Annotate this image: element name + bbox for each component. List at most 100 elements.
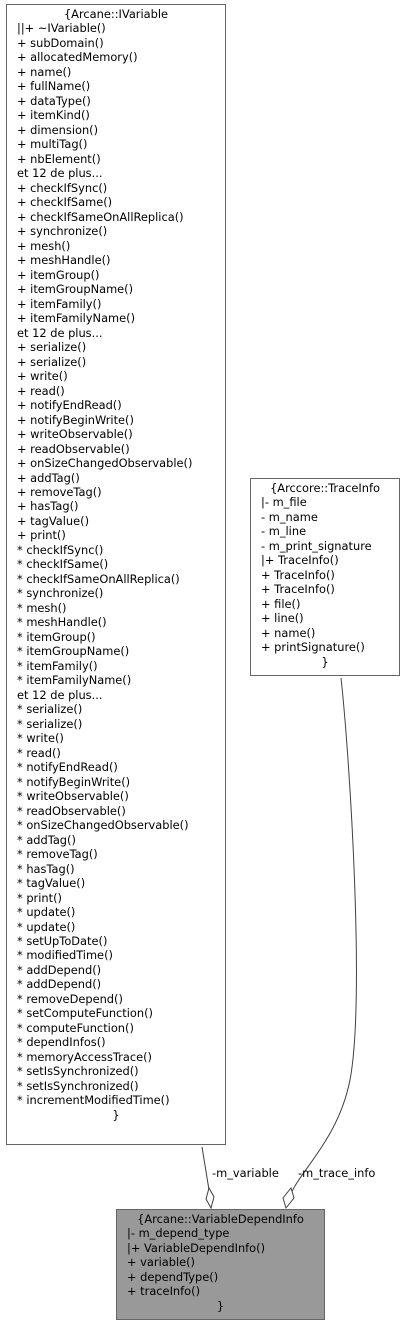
- class-member: * hasTag(): [17, 861, 75, 876]
- class-member: * itemFamily(): [17, 658, 98, 673]
- edge-m-variable-diamond: [205, 1186, 215, 1210]
- class-member: + serialize(): [17, 340, 87, 355]
- edge-m-trace-info: [289, 677, 357, 1197]
- class-member: * checkIfSameOnAllReplica(): [17, 571, 180, 586]
- class-member: * computeFunction(): [17, 1020, 134, 1035]
- class-member: * setIsSynchronized(): [17, 1078, 139, 1093]
- class-member: + itemGroup(): [17, 267, 100, 282]
- class-member: ||+ ~IVariable(): [17, 21, 106, 36]
- class-member: * itemFamilyName(): [17, 673, 132, 688]
- class-member: et 12 de plus...: [17, 325, 103, 340]
- class-member: |+ TraceInfo(): [261, 553, 339, 568]
- class-member: + addTag(): [17, 470, 80, 485]
- class-member: * modifiedTime(): [17, 948, 113, 963]
- class-member: * memoryAccessTrace(): [17, 1049, 153, 1064]
- class-member: * setUpToDate(): [17, 934, 108, 948]
- class-traceinfo[interactable]: {Arccore::TraceInfo |- m_file- m_name- m…: [250, 478, 400, 676]
- class-member: * serialize(): [17, 702, 83, 717]
- class-member: + fullName(): [17, 79, 91, 94]
- class-title: {Arcane::VariableDependInfo: [137, 1212, 304, 1226]
- class-member: * writeObservable(): [17, 789, 129, 804]
- class-member: * notifyEndRead(): [17, 760, 118, 775]
- class-member: + print(): [17, 528, 66, 543]
- edge-label-m-variable: -m_variable: [212, 1166, 279, 1180]
- class-member: + name(): [261, 625, 316, 640]
- class-member: * addTag(): [17, 832, 76, 847]
- class-member: - m_name: [261, 509, 318, 524]
- class-member: + itemFamily(): [17, 296, 102, 311]
- class-member: |- m_depend_type: [127, 1226, 230, 1241]
- class-end: }: [112, 1107, 120, 1122]
- class-member: * onSizeChangedObservable(): [17, 818, 189, 833]
- class-member: - m_print_signature: [261, 538, 372, 553]
- class-title: {Arcane::IVariable: [63, 7, 169, 21]
- class-member: * removeTag(): [17, 847, 98, 862]
- class-member: + checkIfSameOnAllReplica(): [17, 209, 184, 224]
- class-member: * itemGroupName(): [17, 644, 130, 659]
- class-member: * serialize(): [17, 716, 83, 731]
- class-member: + TraceInfo(): [261, 567, 335, 582]
- class-ivariable[interactable]: {Arcane::IVariable ||+ ~IVariable()+ sub…: [6, 4, 226, 1145]
- class-member: + hasTag(): [17, 499, 79, 514]
- class-member: + subDomain(): [17, 35, 104, 50]
- class-member: * dependInfos(): [17, 1035, 106, 1050]
- class-member: + notifyBeginWrite(): [17, 412, 134, 427]
- class-member: + name(): [17, 64, 72, 79]
- class-member: * tagValue(): [17, 876, 86, 891]
- class-member: + line(): [261, 611, 304, 626]
- class-member: * removeDepend(): [17, 991, 123, 1006]
- class-member: * itemGroup(): [17, 629, 96, 644]
- class-member: * setIsSynchronized(): [17, 1064, 139, 1079]
- class-member: + dimension(): [17, 122, 99, 137]
- class-member: + serialize(): [17, 354, 87, 369]
- class-member: + notifyEndRead(): [17, 398, 122, 413]
- class-member: + read(): [17, 383, 65, 398]
- class-member: * mesh(): [17, 600, 67, 615]
- class-member: * meshHandle(): [17, 615, 107, 630]
- class-member: + allocatedMemory(): [17, 50, 138, 65]
- class-member: * checkIfSame(): [17, 557, 109, 572]
- class-member: + printSignature(): [261, 640, 365, 655]
- edge-label-m-trace-info: -m_trace_info: [298, 1166, 376, 1180]
- class-title: {Arccore::TraceInfo: [270, 481, 380, 495]
- class-member: * write(): [17, 731, 64, 746]
- class-member: + synchronize(): [17, 224, 108, 239]
- class-variabledependinfo[interactable]: {Arcane::VariableDependInfo |- m_depend_…: [116, 1209, 325, 1320]
- class-member: * update(): [17, 919, 76, 934]
- class-member: + write(): [17, 369, 68, 384]
- class-member: + nbElement(): [17, 151, 101, 166]
- class-member: + dependType(): [127, 1269, 219, 1284]
- class-member: + dataType(): [17, 93, 91, 108]
- class-member: + onSizeChangedObservable(): [17, 456, 193, 471]
- class-member: + writeObservable(): [17, 427, 133, 442]
- class-member: et 12 de plus...: [17, 166, 103, 181]
- class-member: * update(): [17, 905, 76, 920]
- class-member: + tagValue(): [17, 513, 90, 528]
- class-member: * synchronize(): [17, 586, 104, 601]
- class-end: }: [321, 654, 329, 669]
- class-member: + file(): [261, 596, 301, 611]
- class-member: - m_line: [261, 524, 307, 539]
- class-member: + meshHandle(): [17, 253, 111, 268]
- class-member: + itemFamilyName(): [17, 311, 136, 326]
- class-member: + itemKind(): [17, 108, 90, 123]
- member-list: |- m_file- m_name- m_line- m_print_signa…: [261, 495, 399, 654]
- class-member: + checkIfSame(): [17, 195, 113, 210]
- class-member: + TraceInfo(): [261, 582, 335, 597]
- class-member: + readObservable(): [17, 441, 130, 456]
- class-member: + mesh(): [17, 238, 71, 253]
- class-member: * checkIfSync(): [17, 542, 104, 557]
- class-member: + checkIfSync(): [17, 180, 108, 195]
- class-member: + variable(): [127, 1255, 196, 1270]
- member-list: ||+ ~IVariable()+ subDomain()+ allocated…: [17, 21, 225, 1107]
- class-member: * read(): [17, 745, 61, 760]
- class-member: + multiTag(): [17, 137, 88, 152]
- class-member: * addDepend(): [17, 977, 102, 992]
- class-member: + traceInfo(): [127, 1284, 201, 1299]
- class-member: * incrementModifiedTime(): [17, 1093, 170, 1108]
- edge-m-trace-info-diamond: [282, 1186, 295, 1210]
- class-member: + removeTag(): [17, 484, 102, 499]
- member-list: |- m_depend_type|+ VariableDependInfo()+…: [127, 1226, 324, 1298]
- class-member: et 12 de plus...: [17, 687, 103, 702]
